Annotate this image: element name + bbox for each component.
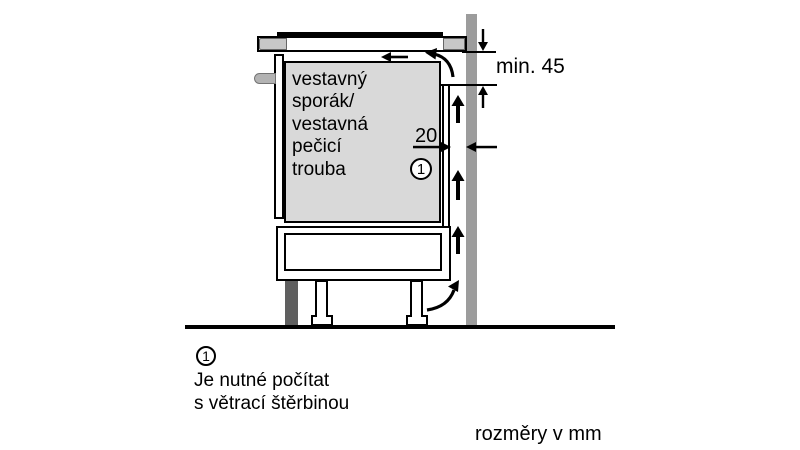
- control-knob: [254, 73, 276, 84]
- units-note: rozměry v mm: [475, 423, 602, 445]
- floor-line: [185, 325, 615, 329]
- airflow-left-arrow-icon: [381, 52, 408, 62]
- cabinet-leg-left: [311, 280, 333, 326]
- airflow-curve-top-icon: [425, 48, 455, 78]
- airflow-curve-bottom-icon: [426, 280, 459, 312]
- dim-min45-arrow-down-icon: [478, 29, 488, 51]
- callout-1-symbol: 1: [416, 160, 426, 178]
- plinth-post: [285, 281, 298, 325]
- drawer-front: [284, 233, 442, 271]
- footnote-1-symbol: 1: [202, 348, 210, 364]
- appliance-label-line: pečicí: [292, 136, 342, 158]
- dim-min45-arrow-up-icon: [478, 86, 488, 108]
- dim-20-arrow-right-icon: [413, 142, 451, 152]
- airflow-up-arrow-icon: [451, 95, 465, 123]
- dim-min45-label: min. 45: [496, 55, 565, 78]
- callout-1-badge: 1: [410, 158, 432, 180]
- appliance-label-line: vestavný: [292, 69, 367, 90]
- appliance-label-line: vestavná: [292, 113, 369, 135]
- footnote-line-2: s větrací štěrbinou: [194, 393, 350, 414]
- rear-wall: [466, 14, 477, 325]
- dim-min45-tick-lower: [440, 84, 497, 86]
- countertop-end-right: [443, 38, 465, 50]
- footnote-1-badge: 1: [196, 346, 216, 366]
- appliance-label: vestavný sporák/ vestavná pečicí trouba: [292, 69, 368, 181]
- footnote-line-1: Je nutné počítat: [194, 370, 330, 391]
- oven-body: vestavný sporák/ vestavná pečicí trouba: [284, 61, 441, 223]
- dim-20-arrow-left-icon: [466, 142, 497, 152]
- airflow-up-arrow-icon: [451, 226, 465, 254]
- cabinet-left-panel: [274, 54, 284, 219]
- airflow-up-arrow-icon: [451, 170, 465, 200]
- countertop-end-left: [259, 38, 287, 50]
- countertop: [257, 36, 467, 52]
- appliance-label-line: sporák/: [292, 91, 355, 113]
- appliance-label-line: trouba: [292, 158, 346, 180]
- dim-min45-tick-upper: [462, 51, 496, 53]
- dim-20-label: 20: [415, 125, 438, 147]
- hob-surface: [277, 32, 443, 36]
- cabinet-leg-right: [406, 280, 428, 326]
